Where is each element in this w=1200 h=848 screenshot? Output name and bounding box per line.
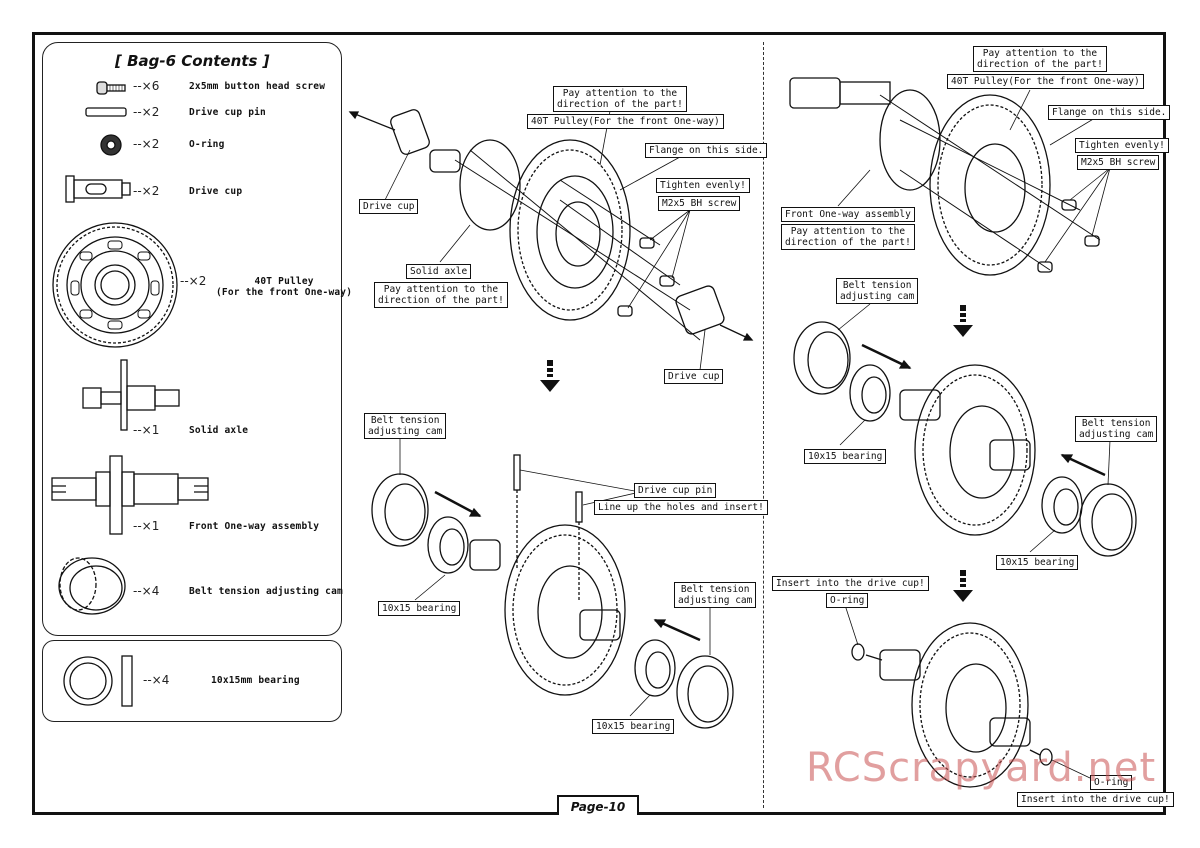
- item-qty: --×4: [133, 584, 160, 598]
- item-qty: --×2: [180, 274, 207, 288]
- pulley-icon: [52, 222, 178, 348]
- item-name: Belt tension adjusting cam: [189, 586, 343, 597]
- screw-icon: [96, 81, 126, 95]
- solid-axle-icon: [82, 359, 180, 431]
- down-arrow-icon: [540, 305, 973, 602]
- item-qty: --×1: [133, 423, 160, 437]
- callout-attention: Pay attention to the direction of the pa…: [553, 86, 687, 112]
- callout-bearing: 10x15 bearing: [996, 555, 1079, 570]
- bearing-icon: [63, 655, 133, 707]
- callout-tighten: Tighten evenly!: [656, 178, 750, 193]
- item-name: Drive cup: [189, 186, 243, 197]
- oneway-assembly-icon: [51, 455, 209, 535]
- callout-belt-cam: Belt tension adjusting cam: [1075, 416, 1158, 442]
- item-qty: --×4: [143, 673, 170, 687]
- item-name: 10x15mm bearing: [211, 675, 300, 686]
- right-step3-drawing: [851, 622, 1053, 788]
- callout-screw: M2x5 BH screw: [658, 196, 741, 211]
- item-name: Solid axle: [189, 425, 249, 436]
- left-step2-drawing: [371, 454, 734, 729]
- drive-cup-icon: [65, 175, 131, 203]
- left-step1-drawing: [348, 109, 754, 341]
- callout-insert: Insert into the drive cup!: [1017, 792, 1174, 807]
- item-name: Front One-way assembly: [189, 521, 320, 532]
- step-divider: [763, 42, 764, 808]
- callout-bearing: 10x15 bearing: [804, 449, 887, 464]
- right-step1-drawing: [789, 77, 1101, 276]
- item-qty: --×6: [133, 79, 160, 93]
- right-step2-drawing: [793, 321, 1137, 557]
- callout-attention: Pay attention to the direction of the pa…: [374, 282, 508, 308]
- callout-flange: Flange on this side.: [645, 143, 768, 158]
- item-qty: --×2: [133, 184, 160, 198]
- callout-attention: Pay attention to the direction of the pa…: [973, 46, 1107, 72]
- watermark: RCScrapyard.net: [806, 745, 1157, 791]
- bag-title: [ Bag-6 Contents ]: [115, 52, 270, 70]
- callout-bearing: 10x15 bearing: [378, 601, 461, 616]
- callout-pin: Drive cup pin: [634, 483, 717, 498]
- callout-solid-axle: Solid axle: [406, 264, 472, 279]
- item-qty: --×2: [133, 137, 160, 151]
- page-number: Page-10: [557, 795, 639, 815]
- bag-contents-panel: [42, 42, 342, 636]
- callout-belt-cam: Belt tension adjusting cam: [836, 278, 919, 304]
- bearing-panel: [42, 640, 342, 722]
- pin-icon: [85, 107, 127, 117]
- callout-oring: O-ring: [1090, 775, 1133, 790]
- callout-belt-cam: Belt tension adjusting cam: [674, 582, 757, 608]
- callout-bearing: 10x15 bearing: [592, 719, 675, 734]
- callout-oneway: Front One-way assembly: [781, 207, 915, 222]
- callout-drive-cup: Drive cup: [359, 199, 419, 214]
- callout-attention: Pay attention to the direction of the pa…: [781, 224, 915, 250]
- item-name: O-ring: [189, 139, 225, 150]
- callout-belt-cam: Belt tension adjusting cam: [364, 413, 447, 439]
- callout-screw: M2x5 BH screw: [1077, 155, 1160, 170]
- item-name: 40T Pulley (For the front One-way): [216, 276, 353, 298]
- callout-tighten: Tighten evenly!: [1075, 138, 1169, 153]
- callout-flange: Flange on this side.: [1048, 105, 1171, 120]
- callout-drive-cup: Drive cup: [664, 369, 724, 384]
- belt-cam-icon: [58, 557, 126, 615]
- callout-insert: Insert into the drive cup!: [772, 576, 929, 591]
- callout-pulley: 40T Pulley(For the front One-way): [527, 114, 724, 129]
- callout-oring: O-ring: [826, 593, 869, 608]
- item-name: Drive cup pin: [189, 107, 266, 118]
- callout-lineup: Line up the holes and insert!: [594, 500, 768, 515]
- item-qty: --×1: [133, 519, 160, 533]
- callout-pulley: 40T Pulley(For the front One-way): [947, 74, 1144, 89]
- item-name: 2x5mm button head screw: [189, 81, 326, 92]
- item-qty: --×2: [133, 105, 160, 119]
